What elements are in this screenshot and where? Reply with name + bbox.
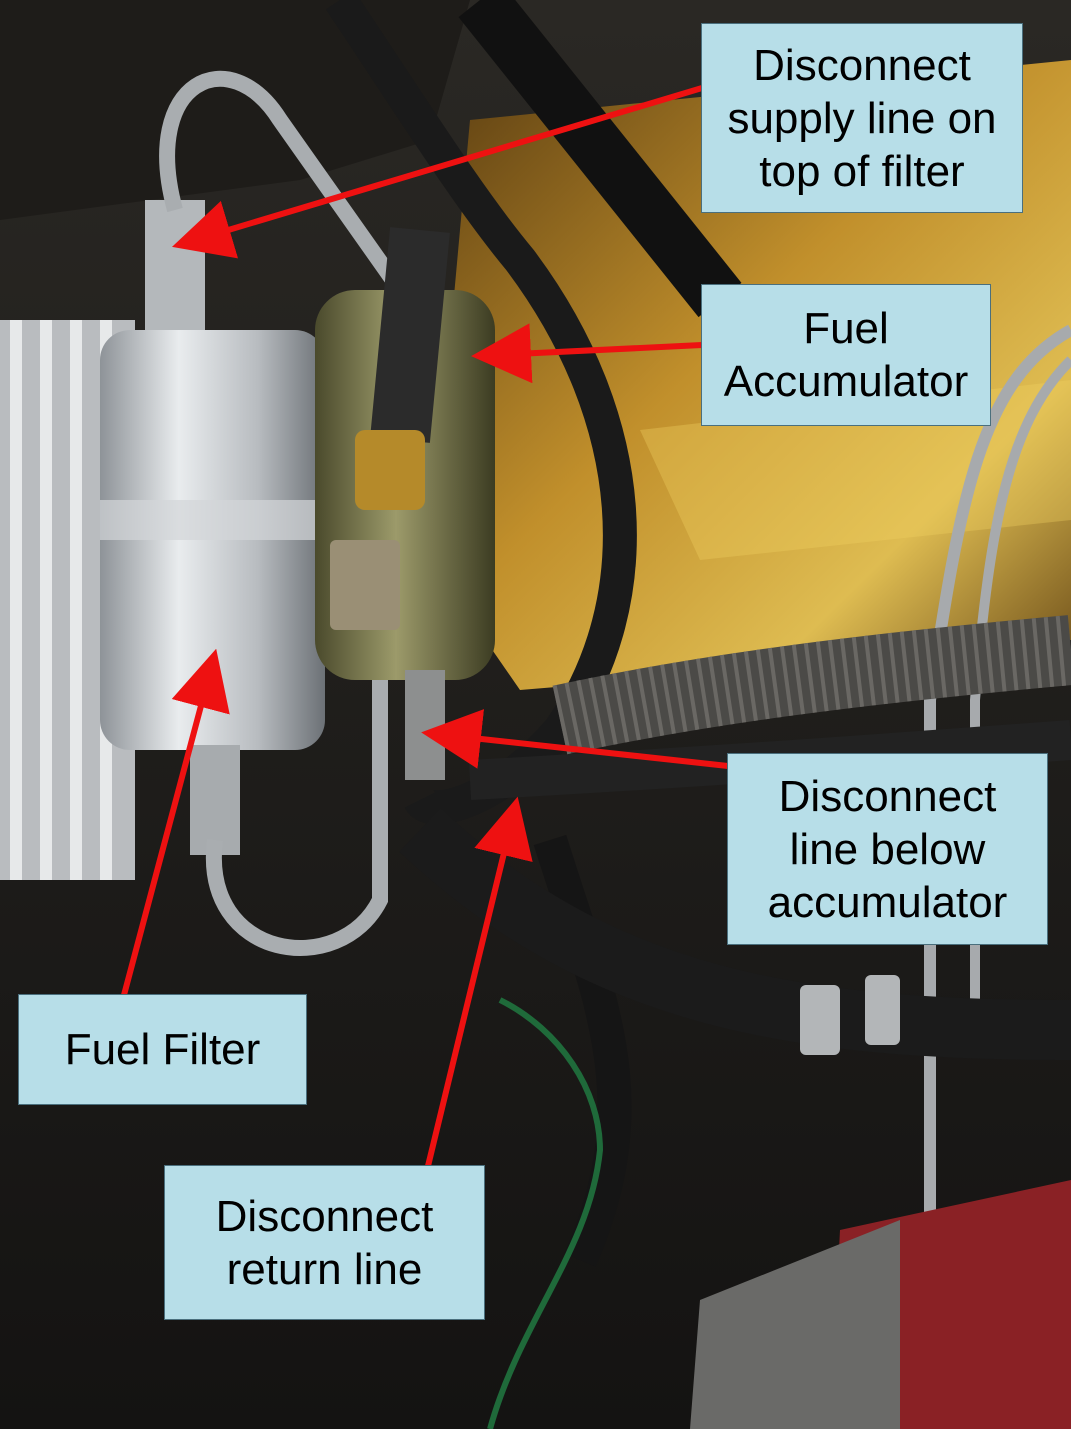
callout-line-below-accumulator: Disconnect line below accumulator (727, 753, 1048, 945)
callout-return-line: Disconnect return line (164, 1165, 485, 1320)
fuel-filter-canister (100, 200, 325, 855)
callout-fuel-filter: Fuel Filter (18, 994, 307, 1105)
callout-fuel-accumulator: Fuel Accumulator (701, 284, 991, 426)
callout-supply-line: Disconnect supply line on top of filter (701, 23, 1023, 213)
